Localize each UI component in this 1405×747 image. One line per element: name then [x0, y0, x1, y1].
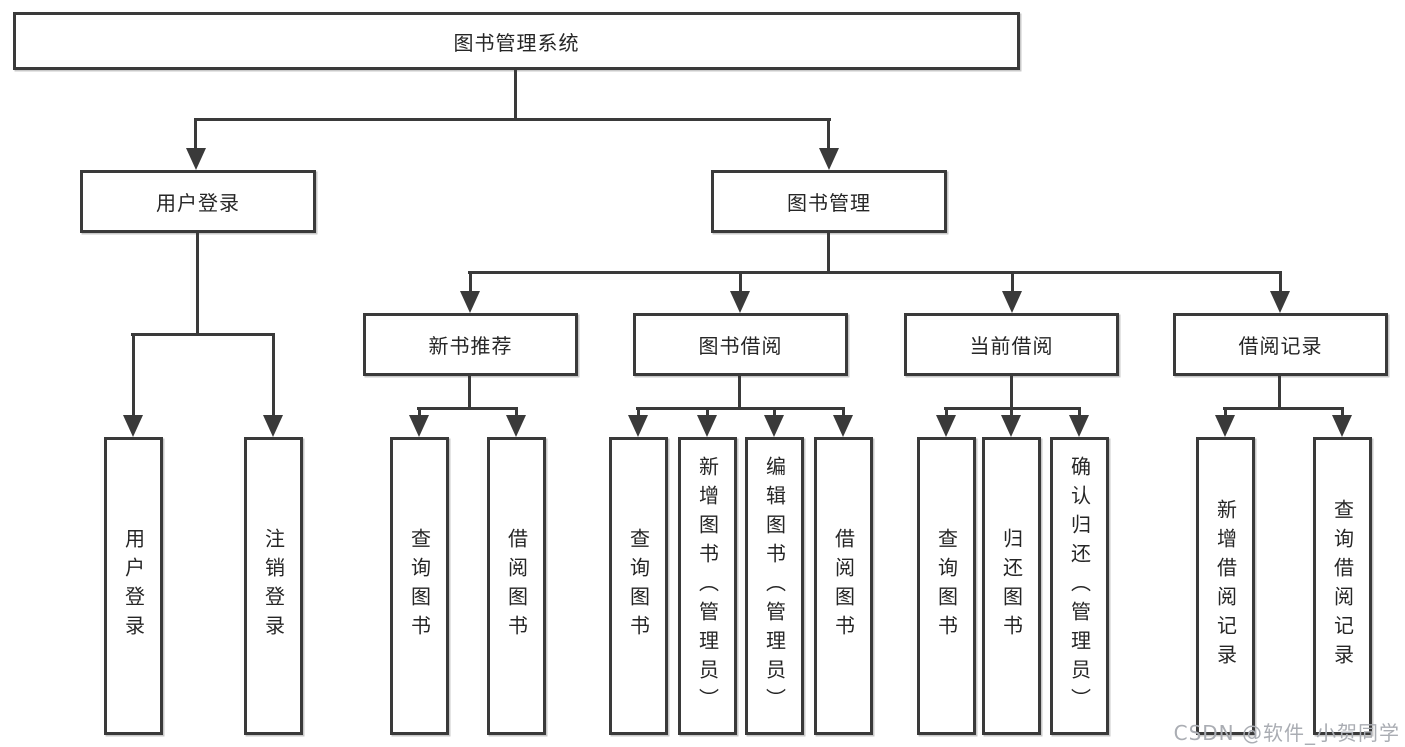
leaf-add-book-admin: 新增图书（管理员） [678, 437, 737, 735]
arrowhead [186, 148, 206, 170]
node-label: 查询图书 [626, 528, 651, 644]
connector-vline [1010, 376, 1013, 409]
node-label: 编辑图书（管理员） [762, 455, 787, 717]
node-label: 归还图书 [999, 528, 1024, 644]
leaf-confirm-return-admin: 确认归还（管理员） [1050, 437, 1109, 735]
arrowhead [833, 415, 853, 437]
connector-vline [1011, 271, 1014, 293]
leaf-query-book-current: 查询图书 [917, 437, 976, 735]
arrowhead [730, 291, 750, 313]
node-label: 新增借阅记录 [1213, 499, 1238, 673]
leaf-edit-book-admin: 编辑图书（管理员） [745, 437, 804, 735]
leaf-return-book: 归还图书 [982, 437, 1041, 735]
arrowhead [628, 415, 648, 437]
connector-vline [1279, 271, 1282, 293]
node-borrow-records: 借阅记录 [1173, 313, 1388, 376]
connector-vline [514, 70, 517, 120]
connector-vline [194, 118, 197, 150]
csdn-watermark: CSDN @软件_小贺同学 [1173, 721, 1400, 745]
connector-vline [827, 118, 830, 150]
arrowhead [460, 291, 480, 313]
connector-hline [131, 333, 275, 336]
node-root-system: 图书管理系统 [13, 12, 1020, 70]
arrowhead [697, 415, 717, 437]
connector-vline [637, 407, 640, 417]
arrowhead [936, 415, 956, 437]
node-current-borrow: 当前借阅 [904, 313, 1119, 376]
leaf-add-borrow-record: 新增借阅记录 [1196, 437, 1255, 735]
node-label: 借阅图书 [504, 528, 529, 644]
arrowhead [1001, 415, 1021, 437]
connector-vline [132, 333, 135, 417]
connector-hline [417, 407, 518, 410]
node-label: 注销登录 [261, 528, 286, 644]
node-label: 用户登录 [156, 191, 240, 215]
connector-vline [773, 407, 776, 417]
node-label: 新增图书（管理员） [695, 455, 720, 717]
connector-vline [706, 407, 709, 417]
connector-hline [468, 271, 1282, 274]
connector-hline [194, 118, 831, 121]
connector-vline [1341, 407, 1344, 417]
node-label: 图书管理 [787, 191, 871, 215]
node-label: 查询借阅记录 [1330, 499, 1355, 673]
node-label: 查询图书 [934, 528, 959, 644]
arrowhead [409, 415, 429, 437]
leaf-logout: 注销登录 [244, 437, 303, 735]
connector-vline [469, 271, 472, 293]
connector-vline [418, 407, 421, 417]
leaf-query-book-recommend: 查询图书 [390, 437, 449, 735]
arrowhead [123, 415, 143, 437]
node-label: 确认归还（管理员） [1067, 455, 1092, 717]
leaf-borrow-book-recommend: 借阅图书 [487, 437, 546, 735]
connector-vline [196, 233, 199, 335]
node-book-borrow: 图书借阅 [633, 313, 848, 376]
connector-vline [827, 233, 830, 273]
arrowhead [819, 148, 839, 170]
leaf-borrow-book: 借阅图书 [814, 437, 873, 735]
arrowhead [1215, 415, 1235, 437]
arrowhead [1332, 415, 1352, 437]
node-label: 图书管理系统 [453, 30, 580, 55]
node-label: 借阅记录 [1238, 334, 1323, 358]
node-label: 用户登录 [121, 528, 146, 644]
node-book-management: 图书管理 [711, 170, 947, 233]
connector-vline [1224, 407, 1227, 417]
node-label: 图书借阅 [698, 334, 783, 358]
node-user-login: 用户登录 [80, 170, 316, 233]
connector-vline [1078, 407, 1081, 417]
connector-vline [272, 333, 275, 417]
arrowhead [263, 415, 283, 437]
connector-vline [945, 407, 948, 417]
node-label: 借阅图书 [831, 528, 856, 644]
connector-vline [1278, 376, 1281, 409]
connector-vline [738, 376, 741, 409]
connector-vline [468, 376, 471, 409]
leaf-query-book-borrow: 查询图书 [609, 437, 668, 735]
leaf-user-login: 用户登录 [104, 437, 163, 735]
node-new-book-recommend: 新书推荐 [363, 313, 578, 376]
node-label: 当前借阅 [969, 334, 1054, 358]
node-label: 新书推荐 [428, 334, 513, 358]
arrowhead [1069, 415, 1089, 437]
arrowhead [1002, 291, 1022, 313]
arrowhead [764, 415, 784, 437]
connector-hline [636, 407, 845, 410]
node-label: 查询图书 [407, 528, 432, 644]
connector-vline [739, 271, 742, 293]
connector-hline [1223, 407, 1344, 410]
arrowhead [506, 415, 526, 437]
connector-vline [515, 407, 518, 417]
arrowhead [1270, 291, 1290, 313]
leaf-query-borrow-record: 查询借阅记录 [1313, 437, 1372, 735]
connector-vline [1010, 407, 1013, 417]
connector-vline [842, 407, 845, 417]
